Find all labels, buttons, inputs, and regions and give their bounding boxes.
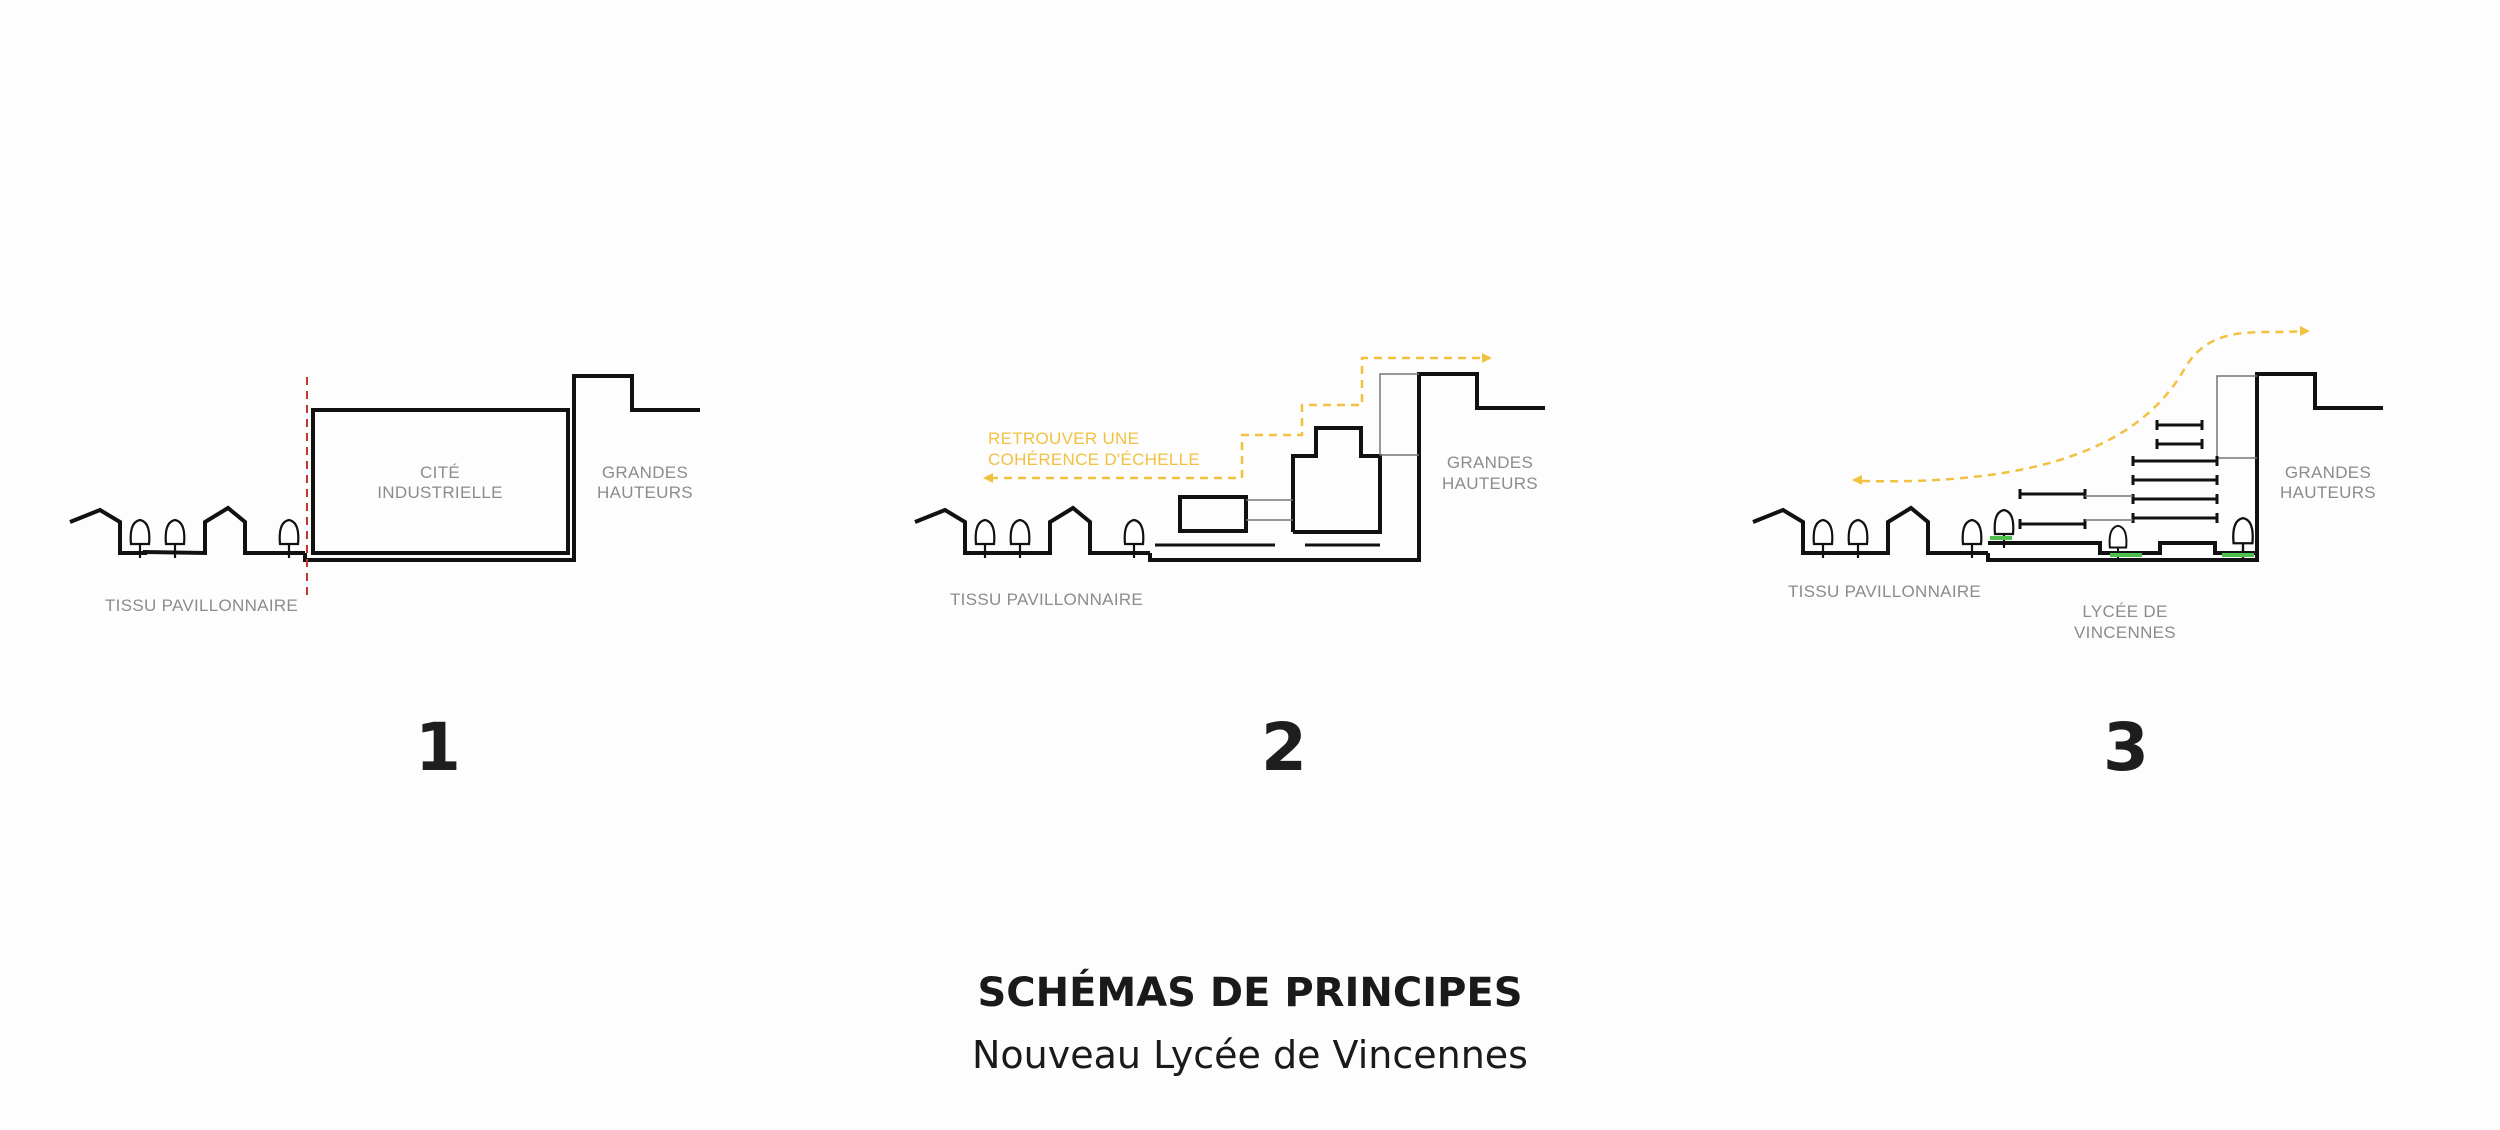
label-grandes-line2: HAUTEURS bbox=[597, 483, 693, 502]
diagram-number-3: 3 bbox=[2103, 709, 2149, 786]
label-retrouver-line1: RETROUVER UNE bbox=[988, 429, 1139, 448]
industrial-outline bbox=[303, 374, 700, 562]
label-lycee-line2: VINCENNES bbox=[2074, 623, 2176, 642]
pavilion-profile bbox=[914, 505, 1150, 555]
diagram-number-1: 1 bbox=[415, 709, 461, 786]
diagram-3: TISSU PAVILLONNAIRE LYCÉE DE VINCENNES G… bbox=[1752, 311, 2383, 786]
diagram-1: TISSU PAVILLONNAIRE CITÉ INDUSTRIELLE GR… bbox=[69, 374, 700, 786]
label-retrouver-line2: COHÉRENCE D'ÉCHELLE bbox=[988, 450, 1200, 469]
page-subtitle: Nouveau Lycée de Vincennes bbox=[972, 1033, 1528, 1077]
pavilion-profile bbox=[1752, 505, 1988, 555]
label-cite-line2: INDUSTRIELLE bbox=[377, 483, 502, 502]
label-grandes-line1: GRANDES bbox=[602, 463, 688, 482]
label-grandes-line1: GRANDES bbox=[1447, 453, 1533, 472]
low-volume bbox=[1178, 495, 1248, 533]
curved-arrow bbox=[1858, 333, 2300, 482]
label-cite-line1: CITÉ bbox=[420, 463, 460, 482]
label-grandes-line2: HAUTEURS bbox=[1442, 474, 1538, 493]
label-tissu-pavillonnaire: TISSU PAVILLONNAIRE bbox=[1788, 582, 1981, 601]
view-arrow bbox=[1855, 311, 2335, 481]
pavilion-profile bbox=[69, 505, 305, 556]
diagram-number-2: 2 bbox=[1261, 709, 1307, 786]
label-grandes-line2: HAUTEURS bbox=[2280, 483, 2376, 502]
diagram-2: RETROUVER UNE COHÉRENCE D'ÉCHELLE TISSU … bbox=[914, 353, 1545, 786]
page-title: SCHÉMAS DE PRINCIPES bbox=[977, 968, 1522, 1016]
label-lycee-line1: LYCÉE DE bbox=[2082, 602, 2167, 621]
stepped-volume bbox=[1291, 426, 1382, 534]
school-roofline bbox=[1988, 541, 2257, 555]
curved-dashed-arrow bbox=[1861, 329, 2303, 483]
label-grandes-line1: GRANDES bbox=[2285, 463, 2371, 482]
site-outline bbox=[1986, 372, 2383, 562]
industrial-block bbox=[311, 408, 570, 555]
label-tissu-pavillonnaire: TISSU PAVILLONNAIRE bbox=[105, 596, 298, 615]
scale-arrow bbox=[990, 356, 1485, 480]
floor-slabs bbox=[2018, 420, 2219, 529]
label-tissu-pavillonnaire: TISSU PAVILLONNAIRE bbox=[950, 590, 1143, 609]
